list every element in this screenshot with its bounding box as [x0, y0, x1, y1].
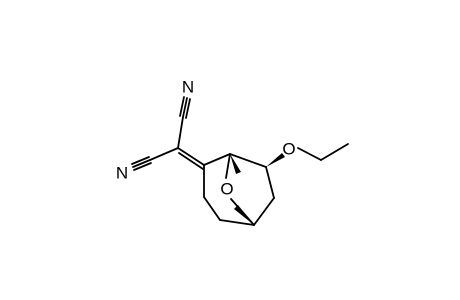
- bond-ylidene-to-nitrile-left: [149, 147, 179, 161]
- bond-c2-c1: [203, 153, 231, 166]
- wedge-bond-c7-ethoxy: [266, 153, 285, 167]
- atom-label-o-bridge: O: [220, 180, 233, 199]
- atom-label-n-top: N: [182, 78, 194, 97]
- bond-c3-c4: [203, 196, 221, 221]
- bond-c6-c7: [265, 166, 275, 199]
- nitrile-left-triple-bond: [131, 156, 152, 171]
- bond-c7-c1: [229, 153, 267, 168]
- bond-ch2-ch3: [320, 143, 349, 161]
- atom-label-o-ethoxy: O: [282, 140, 295, 159]
- bond-c5-c6: [253, 197, 275, 226]
- bond-o-ethoxy-ch2: [297, 147, 322, 161]
- wedge-bond-c5-bridgehead: [234, 205, 254, 225]
- atom-label-n-left: N: [116, 164, 128, 183]
- bond-c4-c5: [219, 219, 255, 226]
- exocyclic-double-bond: [177, 147, 205, 170]
- bond-ylidene-to-nitrile-top: [177, 116, 184, 149]
- bond-c1-o-bridge: [225, 153, 231, 179]
- wedge-bond-c1-bridgehead: [230, 154, 241, 174]
- nitrile-top-triple-bond: [179, 96, 191, 119]
